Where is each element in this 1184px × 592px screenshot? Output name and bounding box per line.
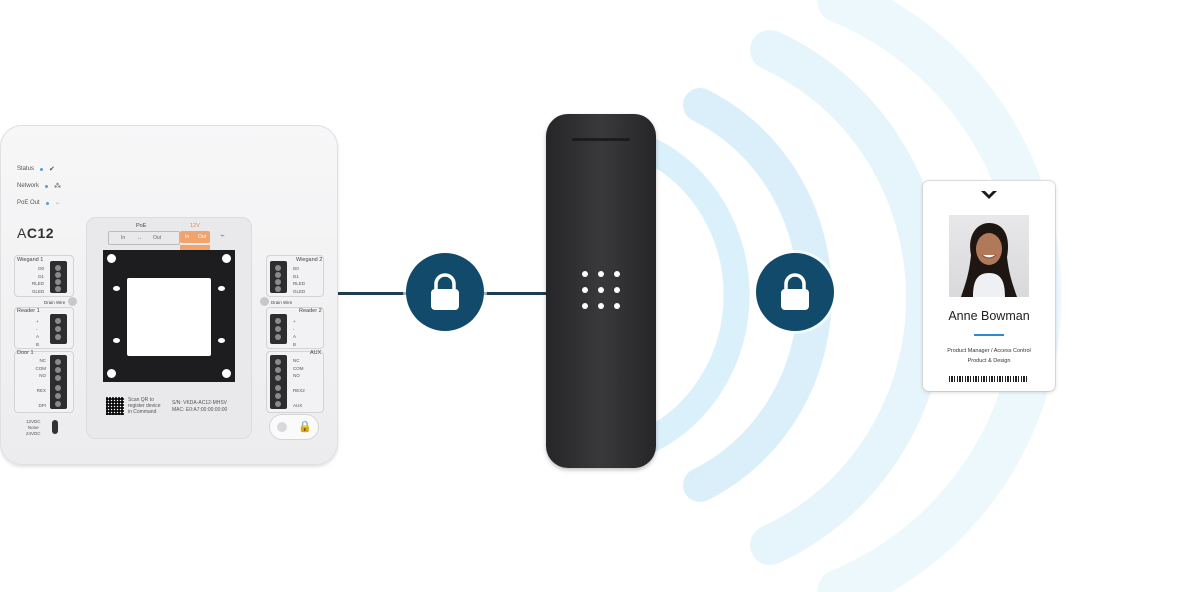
wiegand1-connector <box>50 261 67 293</box>
aux-label: AUX <box>310 350 322 356</box>
aux-connector <box>270 355 287 409</box>
id-card: Anne Bowman Product Manager / Access Con… <box>923 181 1055 391</box>
status-indicator: Status ✔ <box>17 165 55 173</box>
reader-top-slit <box>572 138 630 141</box>
wiegand2-connector <box>270 261 287 293</box>
reader1-label: Reader 1 <box>17 308 40 314</box>
wiegand2-label: Wiegand 2 <box>296 257 323 263</box>
poe-port: In ↔ Out <box>108 231 180 245</box>
reader1-connector <box>50 314 67 344</box>
status-label: Status <box>17 166 35 172</box>
network-indicator: Network ⁂ <box>17 182 61 190</box>
serial-number: S/N: VKDA-AC12-MHSV <box>172 400 228 406</box>
drain-wire-right-label: Drain Wire <box>271 300 293 305</box>
drain-screw-left-icon <box>68 297 77 306</box>
connection-line-right <box>484 292 546 295</box>
network-label: Network <box>17 183 40 189</box>
cardholder-department: Product & Design <box>967 358 1011 364</box>
door1-connector <box>50 355 67 409</box>
verkada-logo-icon <box>981 191 997 199</box>
person-avatar-icon <box>961 223 1017 297</box>
qr-code <box>106 397 124 415</box>
plate-window <box>127 278 211 356</box>
qr-instructions: Scan QR to register device in Command <box>128 397 161 415</box>
drain-wire-left-label: Drain Wire <box>44 300 66 305</box>
cardholder-name: Anne Bowman <box>948 309 1030 323</box>
power-12v-port: In Out <box>180 231 210 243</box>
reader2-label: Reader 2 <box>299 308 322 314</box>
wiegand1-label: Wiegand 1 <box>17 257 44 263</box>
door1-label: Door 1 <box>17 350 34 356</box>
check-icon: ✔ <box>49 166 55 173</box>
mac-address: MAC: E0:A7:00:00:00:00 <box>172 407 228 413</box>
power-switch-icon[interactable] <box>52 420 58 434</box>
encrypted-link-lock-icon <box>406 253 484 331</box>
poe-label: PoE <box>136 223 147 229</box>
mounting-plate <box>103 250 235 382</box>
drain-screw-right-icon <box>260 297 269 306</box>
encrypted-credential-lock-icon <box>756 253 834 331</box>
name-underline <box>974 334 1004 336</box>
reader2-connector <box>270 314 287 344</box>
poe-out-label: PoE Out <box>17 200 40 206</box>
network-led-icon <box>45 184 49 188</box>
poe-led-icon <box>45 201 49 205</box>
cardholder-role: Product Manager / Access Control <box>947 348 1031 354</box>
poe-out-indicator: PoE Out ↔ <box>17 200 61 206</box>
poe-arrows-icon: ↔ <box>54 200 61 206</box>
ac12-controller: Status ✔ Network ⁂ PoE Out ↔ AC12 Wiegan… <box>0 125 338 465</box>
poe-passthrough-icon: ↔ <box>137 235 142 241</box>
power-select-label: 12VDC None 24VDC <box>26 419 41 436</box>
reset-lock-button-group[interactable]: 🔒 <box>270 415 318 439</box>
reset-icon[interactable] <box>277 422 287 432</box>
card-reader <box>546 114 656 468</box>
model-label: AC12 <box>17 225 55 241</box>
connection-line-left <box>338 292 408 295</box>
usb-icon: ⌁ <box>220 231 225 240</box>
v12-label: 12V <box>190 223 200 229</box>
status-led-icon <box>40 167 44 171</box>
lock-small-icon[interactable]: 🔒 <box>298 421 312 433</box>
network-icon: ⁂ <box>54 183 62 190</box>
mounting-panel: PoE 12V In ↔ Out In Out ⌁ Scan QR to reg… <box>86 217 252 439</box>
profile-photo <box>949 215 1029 297</box>
barcode <box>949 376 1029 382</box>
